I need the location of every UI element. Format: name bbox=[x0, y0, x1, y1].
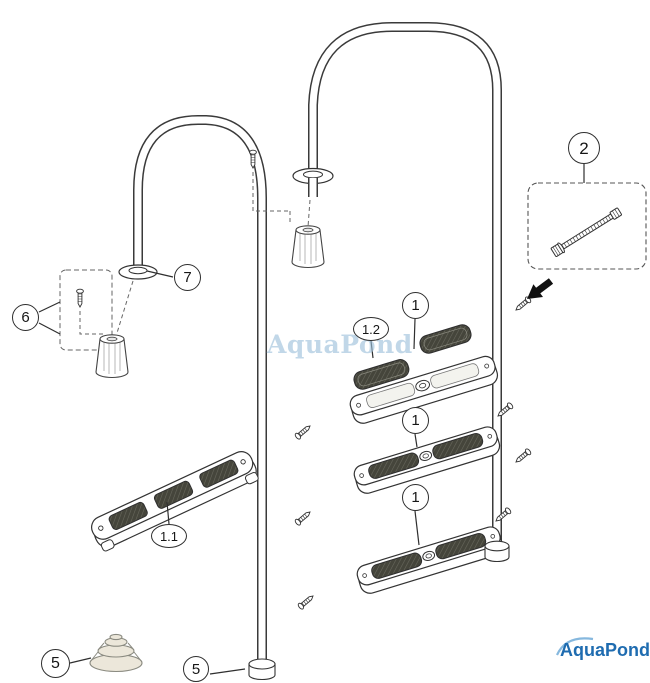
callout-1-2: 1.2 bbox=[353, 317, 389, 341]
rubber-foot-cone bbox=[89, 633, 143, 673]
deck-flange-left bbox=[118, 264, 158, 280]
step-middle bbox=[353, 426, 501, 494]
callout-7: 7 bbox=[174, 264, 201, 291]
screw-detail-box bbox=[59, 269, 113, 351]
callout-1-middle: 1 bbox=[402, 407, 429, 434]
bolt-with-nut bbox=[550, 207, 622, 257]
spare-step bbox=[91, 451, 259, 552]
ladder-foot-left bbox=[248, 658, 276, 681]
tread-insert-left bbox=[353, 359, 410, 390]
callout-2: 2 bbox=[568, 132, 600, 164]
ladder-foot-right bbox=[484, 540, 510, 563]
callout-5-right: 5 bbox=[183, 656, 209, 682]
bolt-detail-box bbox=[527, 182, 647, 270]
step-frame-top bbox=[349, 355, 499, 424]
brand-logo: AquaPond bbox=[560, 640, 650, 660]
callout-1-1: 1.1 bbox=[151, 524, 187, 548]
callout-1-top: 1 bbox=[402, 292, 429, 319]
anchor-cone-right bbox=[291, 225, 325, 269]
anchor-cone-left bbox=[95, 334, 129, 379]
callout-5-left: 5 bbox=[41, 649, 70, 678]
bolt-detail bbox=[527, 182, 647, 299]
callout-1-bottom: 1 bbox=[402, 484, 429, 511]
callout-6: 6 bbox=[12, 304, 39, 331]
logo-swoosh bbox=[555, 637, 594, 656]
assembly-guides bbox=[79, 172, 311, 335]
handrail-tubes bbox=[133, 22, 502, 662]
tread-insert-right bbox=[419, 324, 472, 354]
direction-arrow bbox=[527, 278, 554, 299]
step-bottom bbox=[356, 526, 504, 594]
watermark: AquaPond bbox=[267, 330, 413, 359]
leader-lines bbox=[38, 164, 585, 675]
deck-flange-right bbox=[292, 167, 334, 197]
